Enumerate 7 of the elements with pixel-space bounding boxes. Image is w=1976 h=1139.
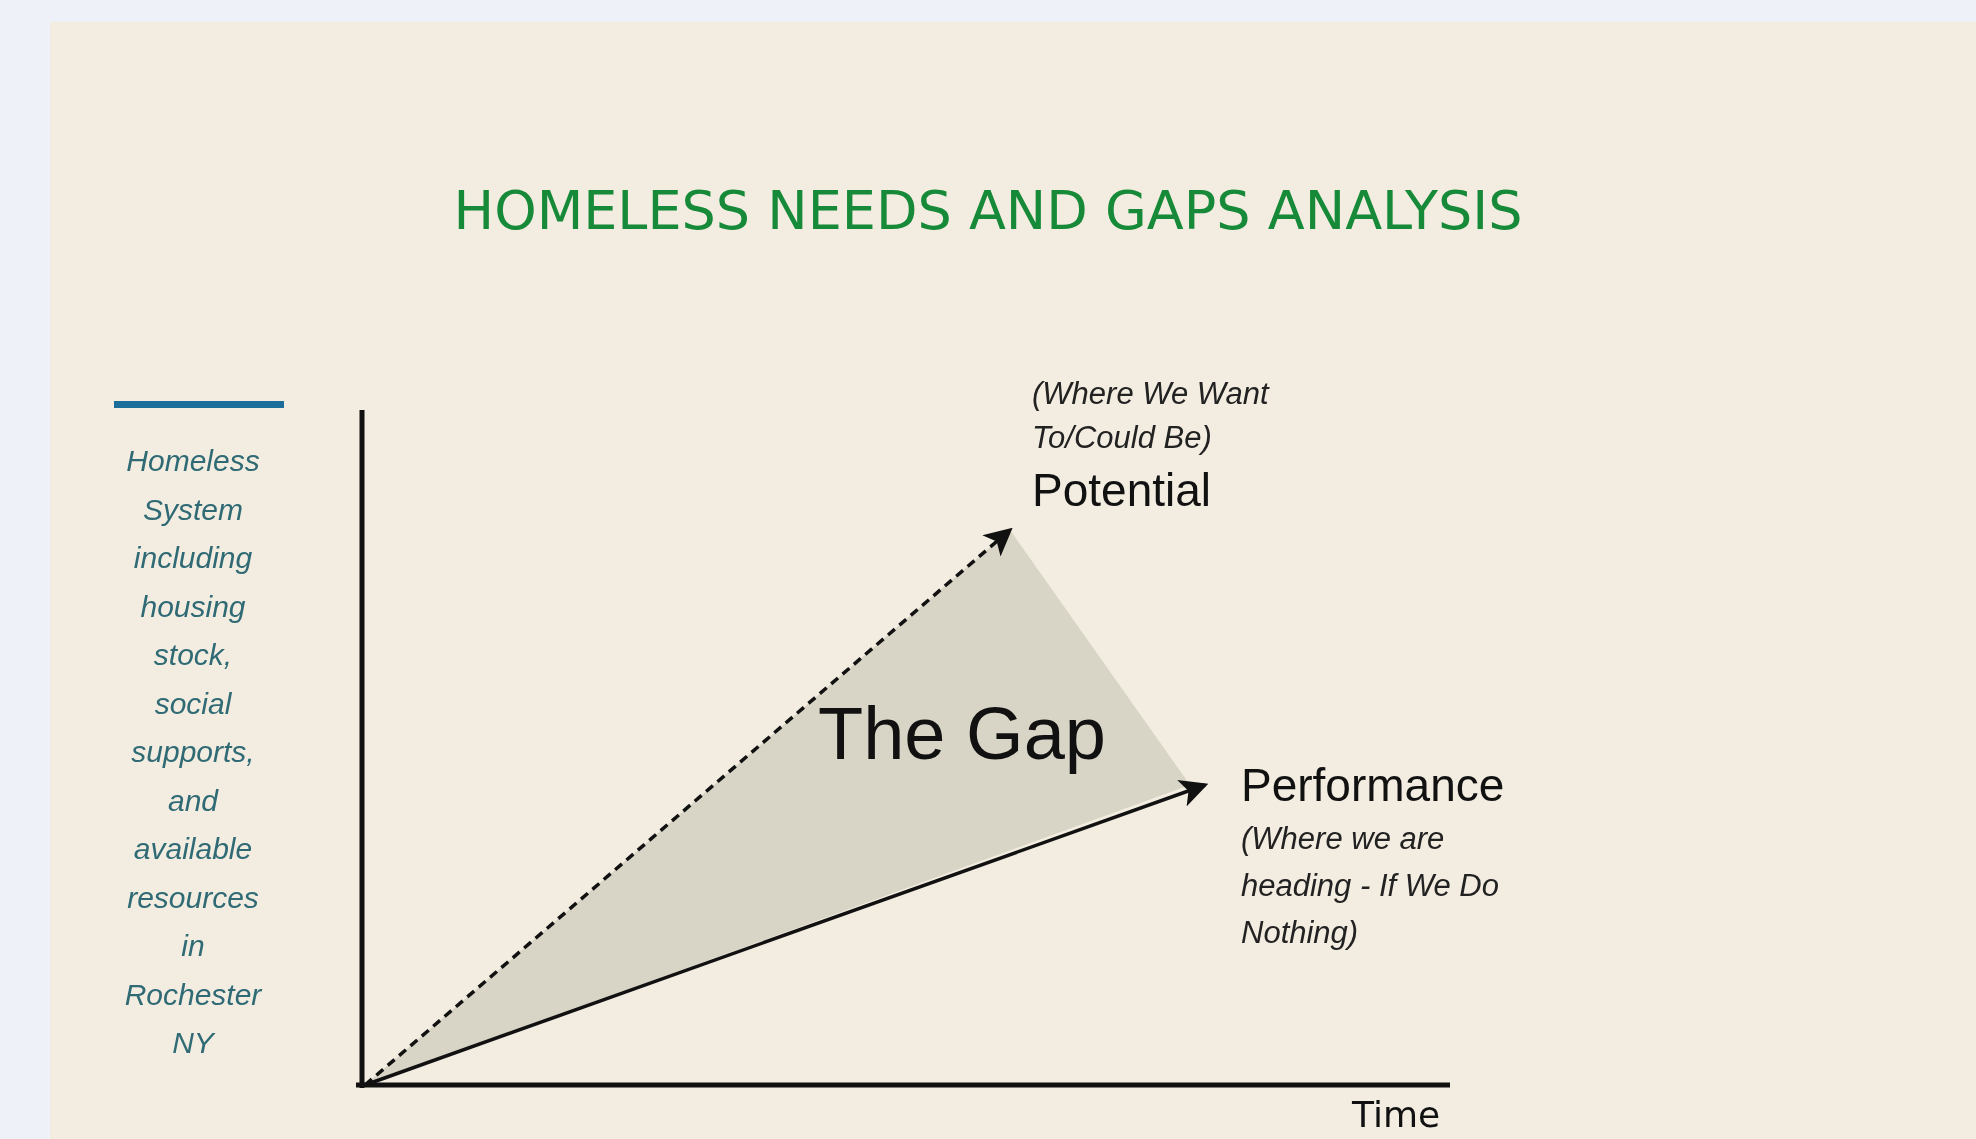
performance-label: Performance [1241,758,1506,813]
x-axis-label: Time [1352,1094,1441,1136]
performance-note: (Where we are heading - If We Do Nothing) [1241,820,1500,952]
y-axis-label: Homeless System including housing stock, social supports, and available resources in Rochester NY [123,443,263,1061]
title: HOMELESS NEEDS AND GAPS ANALYSIS [453,179,1523,242]
potential-label: Potential [1032,463,1212,518]
potential-note: (Where We Want To/Could Be) [1032,375,1271,457]
